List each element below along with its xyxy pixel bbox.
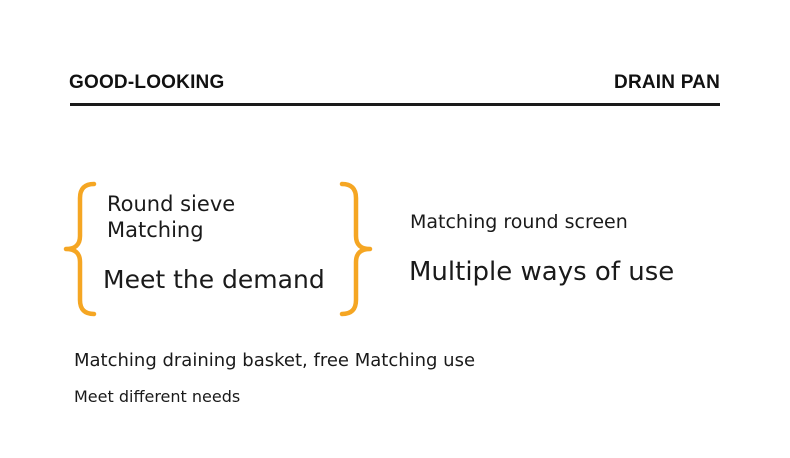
right-brace-icon: [339, 181, 373, 317]
feature-multiple-ways: Multiple ways of use: [409, 257, 675, 287]
feature-line-1: Round sieve: [107, 192, 236, 216]
footer-line-2: Meet different needs: [74, 387, 241, 406]
feature-line-2: Matching: [107, 218, 204, 242]
footer-line-1: Matching draining basket, free Matching …: [74, 350, 476, 371]
header-divider: [70, 103, 720, 106]
feature-demand: Meet the demand: [103, 265, 325, 294]
left-brace-icon: [63, 181, 97, 317]
feature-matching-round-screen: Matching round screen: [410, 211, 628, 233]
header-left-title: GOOD-LOOKING: [69, 72, 225, 93]
header-right-title: DRAIN PAN: [614, 72, 720, 93]
feature-round-sieve: Round sieve Matching: [107, 191, 235, 243]
